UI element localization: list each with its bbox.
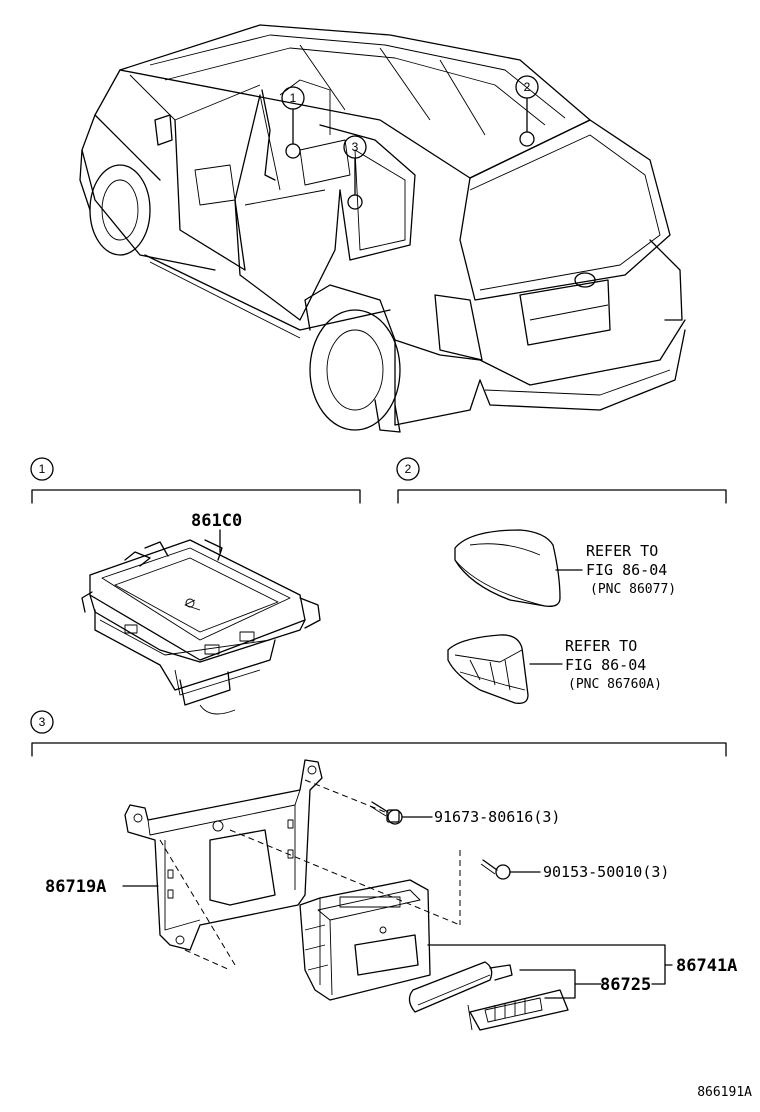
assembly-line-5 [184, 949, 231, 971]
shark-fin-antenna-large [454, 529, 583, 607]
section-2-header: 2 [396, 457, 727, 504]
callout-1: 1 [281, 86, 305, 110]
callout-1-label: 1 [290, 91, 297, 105]
assembly-line-3 [229, 829, 461, 926]
bracket-86719a [124, 759, 323, 951]
section-3-number: 3 [39, 715, 46, 729]
leader-86725-right [651, 964, 673, 985]
refer-1-line1: REFER TO [586, 542, 658, 560]
leader-86741a [427, 944, 666, 966]
assembly-line-2 [159, 839, 236, 966]
vehicle-illustration [79, 24, 686, 433]
part-number-861c0: 861C0 [191, 511, 242, 531]
callout-2: 2 [515, 75, 539, 99]
section-1-number: 1 [39, 462, 46, 476]
section-3-header: 3 [30, 710, 727, 757]
part-number-86741a: 86741A [676, 956, 737, 976]
refer-2-line1: REFER TO [565, 637, 637, 655]
refer-1-line2: FIG 86-04 [586, 561, 667, 579]
part-number-86725: 86725 [600, 975, 651, 995]
figure-id: 866191A [697, 1085, 752, 1100]
assembly-line-1 [304, 779, 386, 813]
refer-1-line3: (PNC 86077) [590, 582, 676, 597]
refer-note-2: REFER TO FIG 86-04 (PNC 86760A) [565, 637, 662, 692]
callout-3: 3 [343, 135, 367, 159]
refer-note-1: REFER TO FIG 86-04 (PNC 86077) [586, 542, 676, 597]
callout-3-label: 3 [352, 140, 359, 154]
battery-86725 [408, 961, 569, 1031]
refer-2-line3: (PNC 86760A) [568, 677, 662, 692]
part-number-90153: 90153-50010(3) [543, 863, 669, 881]
shark-fin-antenna-small [447, 634, 563, 704]
ecu-86741a [299, 879, 431, 1001]
part-number-91673: 91673-80616(3) [434, 808, 560, 826]
refer-2-line2: FIG 86-04 [565, 656, 646, 674]
part-861c0-drawing [81, 529, 321, 715]
part-number-86719a: 86719A [45, 877, 106, 897]
section-1-header: 1 [30, 457, 361, 504]
leader-86725 [519, 969, 602, 999]
callout-2-label: 2 [524, 80, 531, 94]
screw-90153 [480, 859, 541, 880]
section-2-number: 2 [405, 462, 412, 476]
bolt-91673 [369, 801, 433, 825]
